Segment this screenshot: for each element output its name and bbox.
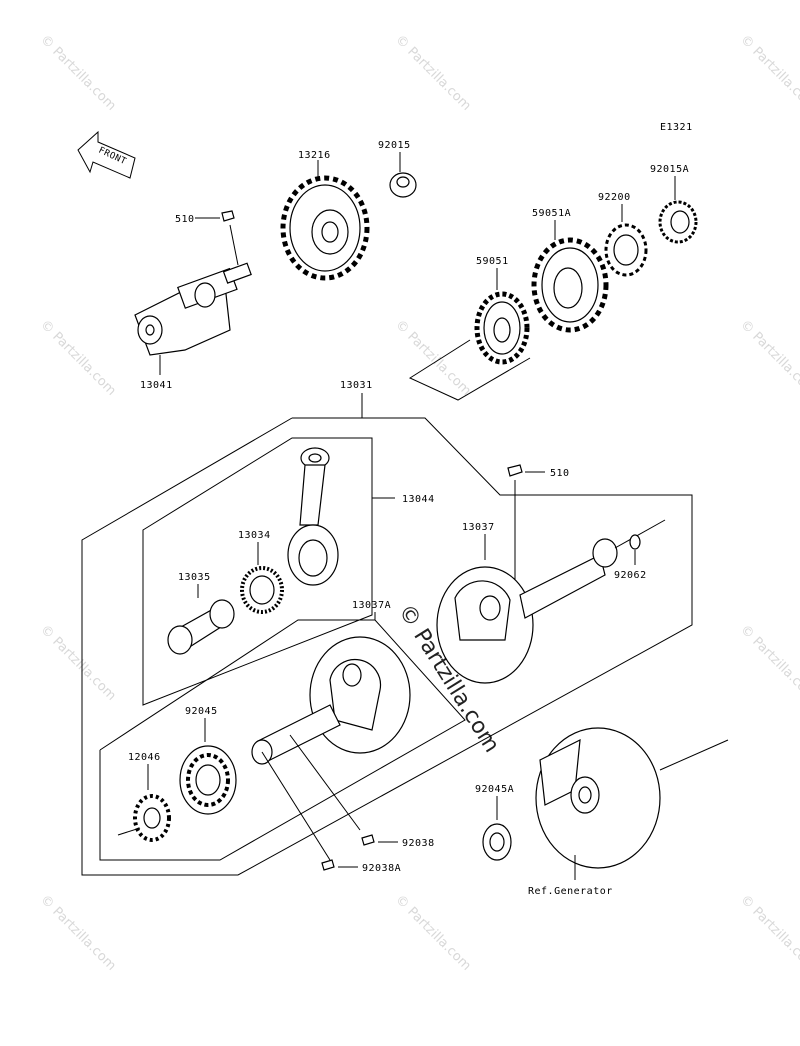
label-510-mid: 510	[550, 468, 570, 479]
label-13034: 13034	[238, 530, 271, 541]
label-92015: 92015	[378, 140, 411, 151]
label-ref-generator: Ref.Generator	[528, 886, 613, 897]
label-59051: 59051	[476, 256, 509, 267]
gear-13216	[280, 160, 370, 281]
diagram-code: E1321	[660, 122, 693, 133]
generator-rotor	[535, 727, 729, 869]
sprocket-12046	[133, 794, 171, 842]
front-arrow-icon: FRONT	[77, 130, 136, 179]
watermark: © Partzilla.com	[37, 317, 119, 399]
plug-92062	[629, 534, 641, 550]
watermark: © Partzilla.com	[37, 892, 119, 974]
label-13037: 13037	[462, 522, 495, 533]
needle-bearing-13034	[240, 566, 284, 614]
group-outline-13037A	[99, 619, 466, 861]
label-59051A: 59051A	[532, 208, 571, 219]
label-13044: 13044	[402, 494, 435, 505]
crank-pin-13035	[167, 599, 235, 655]
key-92038A	[321, 859, 335, 871]
label-92038A: 92038A	[362, 863, 401, 874]
nut-92015A	[658, 200, 698, 244]
label-92200: 92200	[598, 192, 631, 203]
watermark: © Partzilla.com	[392, 317, 474, 399]
watermark: © Partzilla.com	[737, 32, 800, 114]
label-12046: 12046	[128, 752, 161, 763]
assembly-outline-13031	[81, 417, 693, 876]
label-92062: 92062	[614, 570, 647, 581]
lock-washer-92200	[604, 223, 648, 277]
watermark: © Partzilla.com	[37, 32, 119, 114]
crank-half-13037A	[251, 636, 411, 765]
label-92045: 92045	[185, 706, 218, 717]
watermark: © Partzilla.com	[737, 317, 800, 399]
label-13216: 13216	[298, 150, 331, 161]
front-label: FRONT	[97, 146, 128, 168]
gear-59051	[474, 291, 530, 365]
gear-59051A	[531, 237, 609, 333]
watermark: © Partzilla.com	[737, 892, 800, 974]
key-92038	[361, 834, 375, 846]
bearing-92045	[179, 745, 237, 815]
label-13035: 13035	[178, 572, 211, 583]
nut-92015	[389, 172, 417, 198]
watermark: © Partzilla.com	[392, 892, 474, 974]
group-outline-13044	[142, 437, 373, 706]
label-92045A: 92045A	[475, 784, 514, 795]
connecting-rod	[287, 447, 339, 586]
label-13031: 13031	[340, 380, 373, 391]
watermark: © Partzilla.com	[737, 622, 800, 704]
label-13037A: 13037A	[352, 600, 391, 611]
watermark: © Partzilla.com	[392, 32, 474, 114]
label-13041: 13041	[140, 380, 173, 391]
crank-half-13037	[436, 519, 666, 684]
label-92015A: 92015A	[650, 164, 689, 175]
label-510-top: 510	[175, 214, 195, 225]
bearing-92045A	[482, 823, 512, 861]
balancer-shaft-13041	[134, 262, 252, 375]
label-92038: 92038	[402, 838, 435, 849]
watermark: © Partzilla.com	[37, 622, 119, 704]
